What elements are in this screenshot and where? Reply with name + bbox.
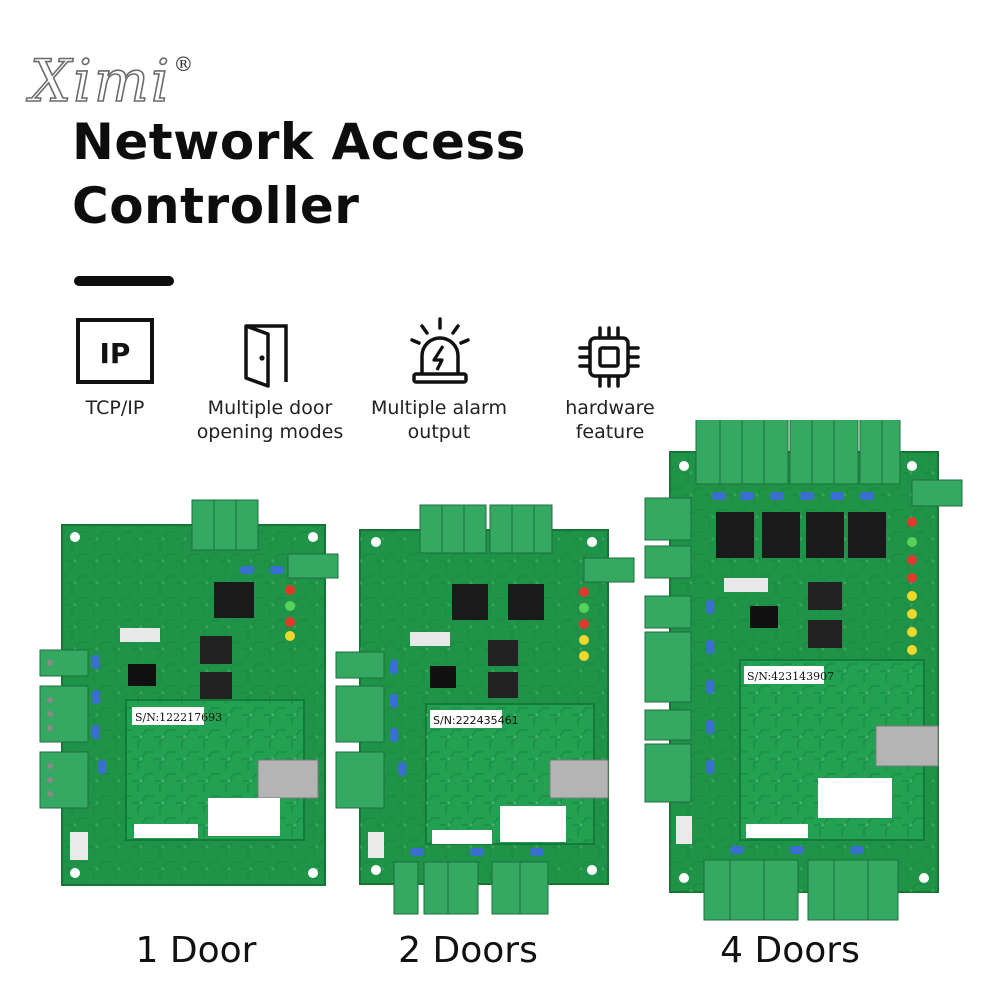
alarm-icon — [408, 316, 472, 390]
chip-icon — [578, 326, 640, 392]
title-underline — [74, 276, 174, 286]
page-title: Network Access Controller — [72, 110, 526, 238]
caption-2-doors: 2 Doors — [398, 930, 538, 971]
feature-label-tcpip: TCP/IP — [85, 397, 145, 419]
board-2-serial: S/N:222435461 — [433, 714, 519, 727]
feature-label-alarm-output: Multiple alarm output — [370, 397, 508, 443]
door-icon — [240, 320, 292, 392]
product-boards: S/N:122217693 — [39, 420, 963, 921]
board-4-doors: S/N:423143907 — [644, 420, 963, 921]
board-1-door: S/N:122217693 — [39, 499, 339, 886]
feature-label-hardware: hardware feature — [565, 397, 655, 443]
board-2-doors: S/N:222435461 — [335, 504, 635, 915]
svg-text:IP: IP — [100, 337, 131, 370]
caption-1-door: 1 Door — [135, 930, 257, 971]
board-3-serial: S/N:423143907 — [747, 670, 834, 683]
caption-4-doors: 4 Doors — [720, 930, 860, 971]
ip-icon: IP — [76, 318, 154, 390]
title-line-2: Controller — [72, 177, 360, 235]
board-1-serial: S/N:122217693 — [135, 711, 222, 724]
ximi-logo: Ximi® — [29, 47, 196, 115]
feature-label-door-modes: Multiple door opening modes — [196, 397, 344, 443]
title-line-1: Network Access — [72, 113, 526, 171]
